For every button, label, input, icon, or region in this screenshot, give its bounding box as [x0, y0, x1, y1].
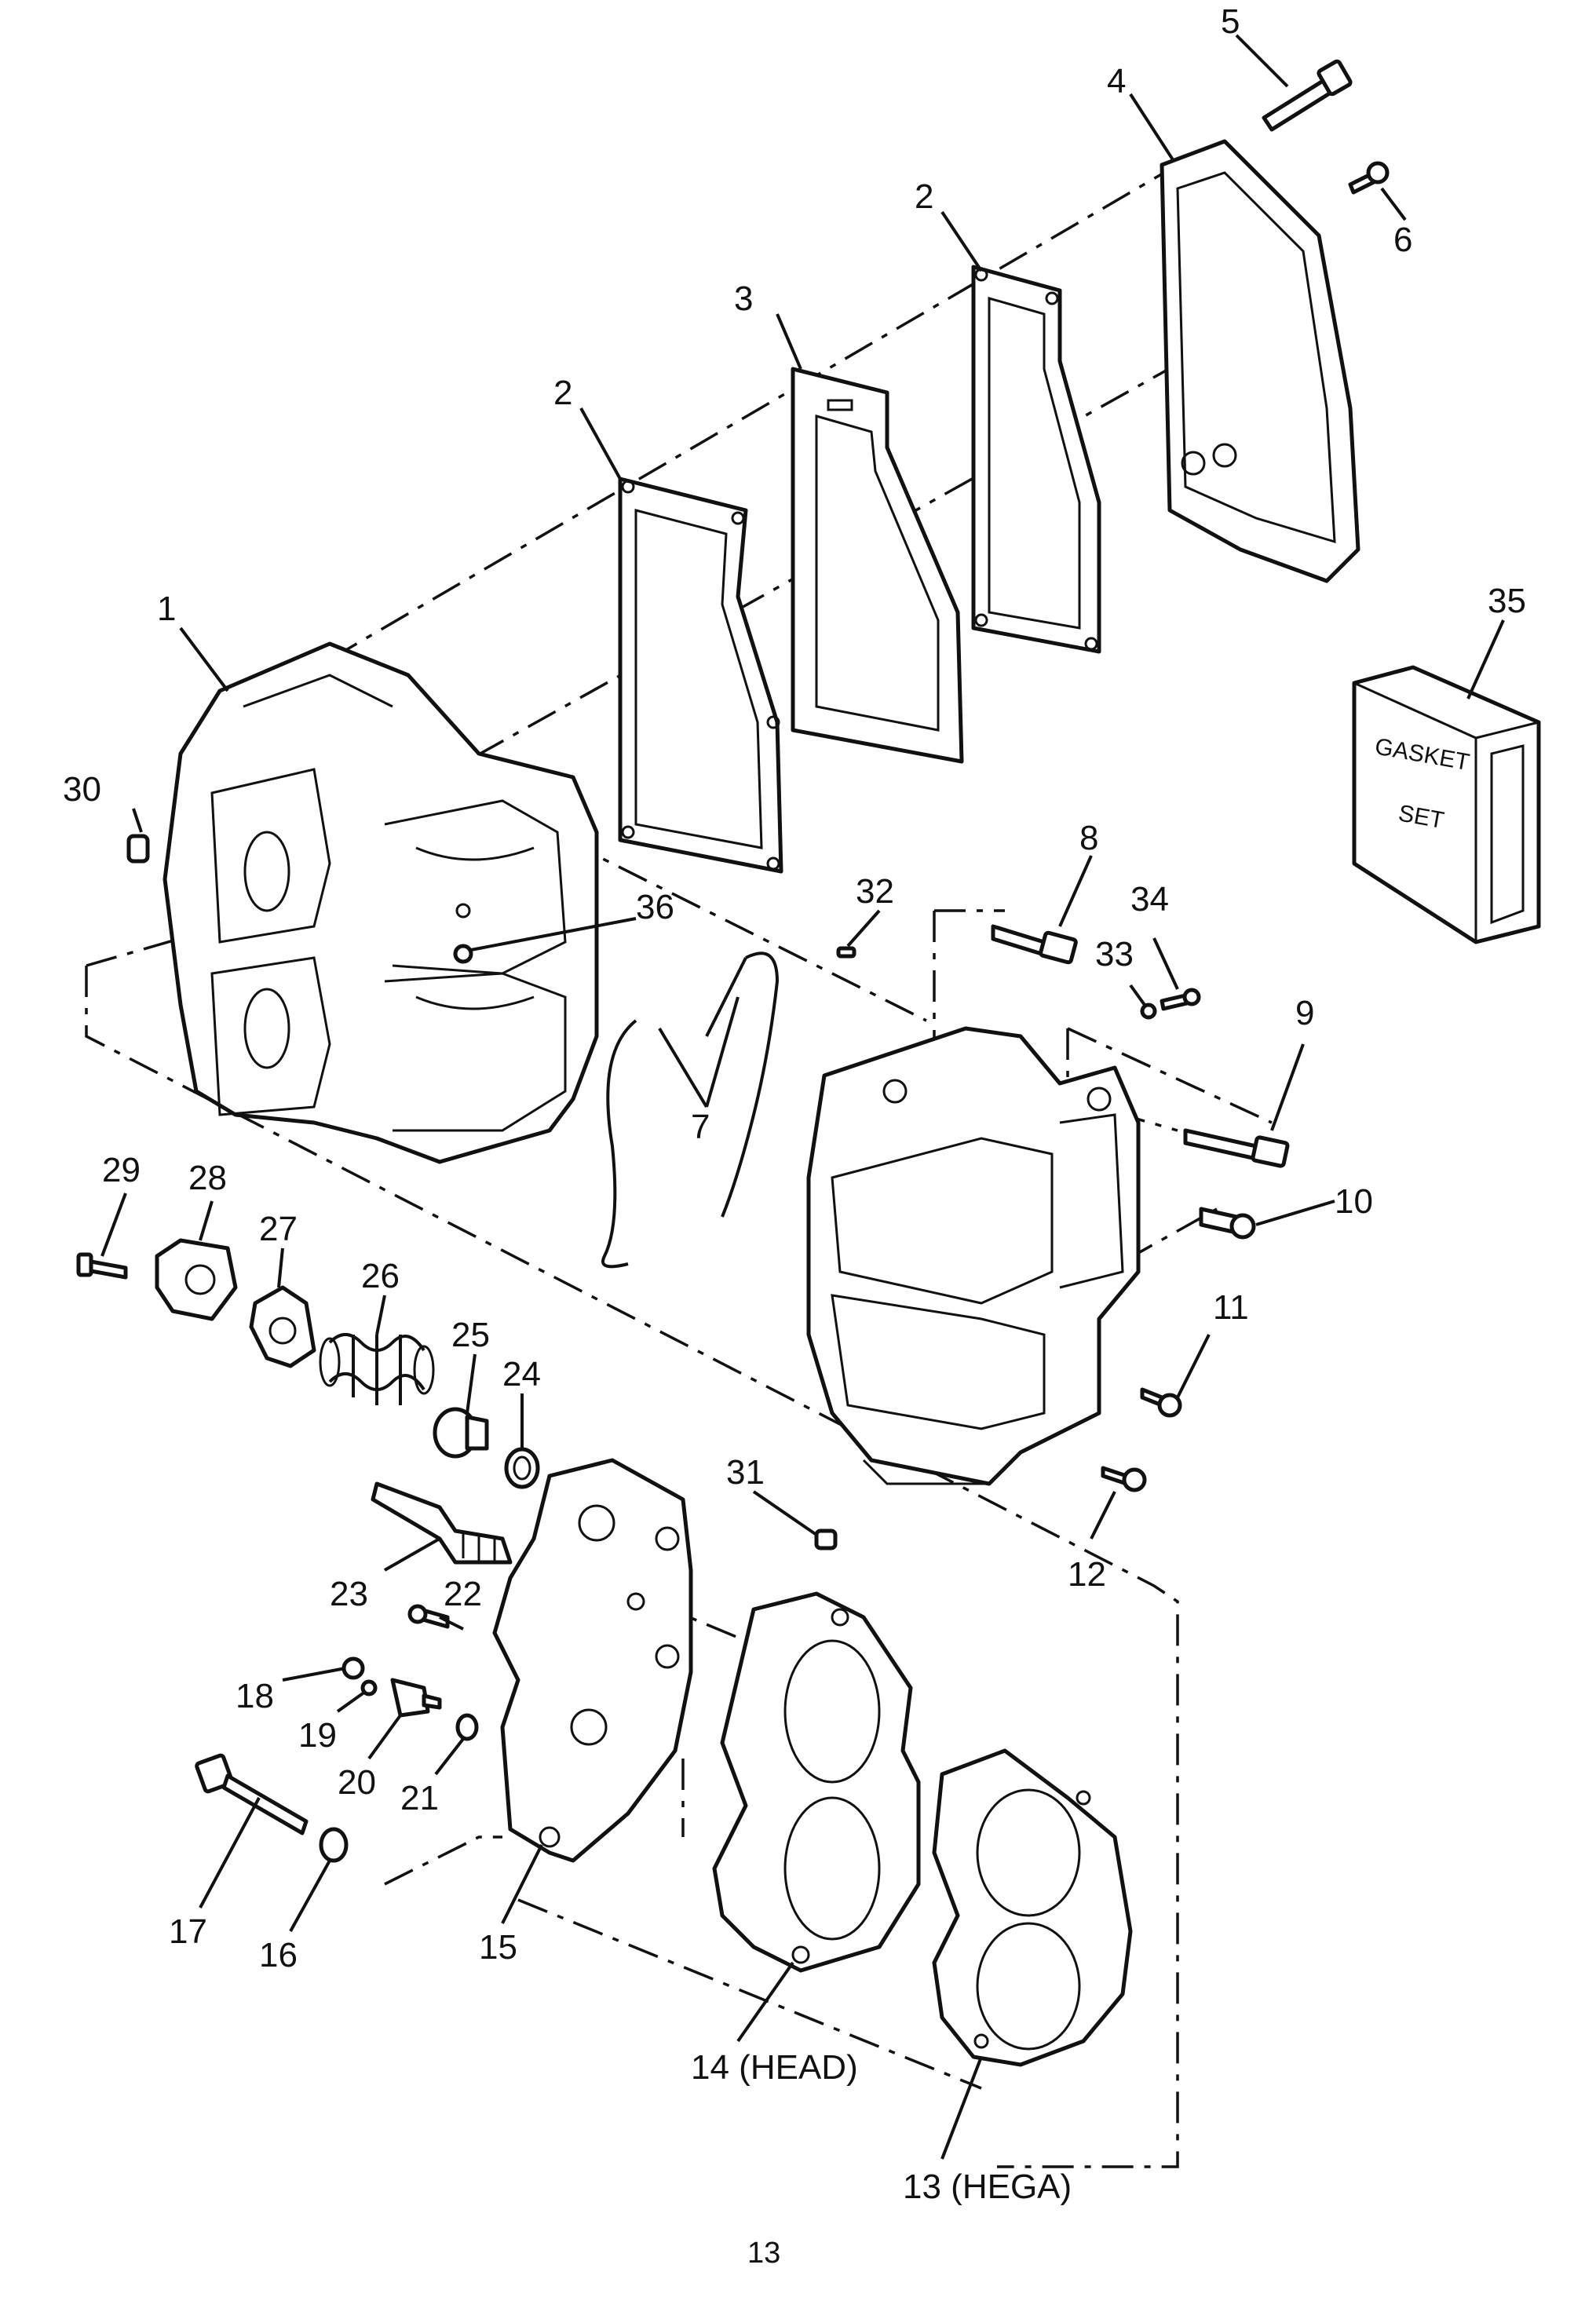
washer-19: [360, 1679, 378, 1697]
washer-33: [1140, 1003, 1157, 1020]
nut-18: [341, 1656, 365, 1680]
callout-34: 34: [1130, 880, 1169, 919]
callout-16: 16: [259, 1936, 298, 1974]
callout-3: 3: [734, 279, 753, 318]
callout-13-hega: 13 (HEGA): [903, 2168, 1072, 2206]
callout-22: 22: [444, 1575, 482, 1613]
callout-28: 28: [188, 1159, 227, 1197]
callout-36: 36: [636, 888, 674, 926]
washer-16: [319, 1827, 349, 1863]
spring-26: [319, 1333, 435, 1405]
cylinder-head-14: [712, 1591, 921, 1973]
exhaust-cover: [1160, 139, 1360, 583]
cylinder-head-cover-15: [492, 1458, 693, 1863]
callout-31: 31: [726, 1453, 765, 1492]
spark-plug-23: [371, 1481, 513, 1565]
head-gasket-13: [932, 1748, 1133, 2067]
callout-19: 19: [298, 1716, 337, 1755]
callout-11: 11: [1213, 1288, 1249, 1327]
callout-12: 12: [1068, 1555, 1106, 1594]
thermostat-cover-28: [155, 1238, 238, 1321]
thermostat-gasket-27: [249, 1285, 316, 1368]
callout-2-left: 2: [553, 374, 572, 412]
dowel-pin: [126, 834, 150, 864]
screw-11: [1140, 1387, 1182, 1418]
callout-4: 4: [1107, 62, 1126, 100]
cover-screw-small: [1348, 161, 1390, 195]
callout-23: 23: [330, 1575, 368, 1613]
callout-32: 32: [856, 872, 894, 911]
callout-9: 9: [1295, 994, 1314, 1032]
callout-7: 7: [691, 1108, 710, 1146]
crankcase-right: [806, 1026, 1141, 1486]
callout-33: 33: [1095, 935, 1134, 973]
gasket-set-box: GASKET SET: [1352, 665, 1541, 944]
key-pin: [836, 946, 856, 959]
exhaust-gasket-left: [618, 477, 783, 874]
callout-18: 18: [236, 1677, 274, 1715]
exhaust-gasket-right: [971, 265, 1101, 654]
callout-10: 10: [1335, 1182, 1373, 1221]
washer-24: [504, 1447, 540, 1489]
sensor-20: [390, 1678, 442, 1718]
callout-29: 29: [102, 1151, 141, 1189]
washer-21: [455, 1713, 479, 1741]
bolt-9: [1183, 1128, 1290, 1168]
callout-26: 26: [361, 1257, 400, 1295]
callout-8: 8: [1079, 819, 1098, 857]
callout-25: 25: [451, 1316, 490, 1354]
bolt-17: [195, 1753, 309, 1835]
screw-34: [1160, 988, 1201, 1011]
callout-27: 27: [259, 1210, 298, 1248]
callout-20: 20: [338, 1763, 376, 1802]
callout-17: 17: [169, 1912, 207, 1951]
wire-clips: [601, 951, 780, 1269]
callout-5: 5: [1221, 2, 1240, 41]
thermostat-25: [433, 1407, 489, 1459]
callout-21: 21: [400, 1779, 439, 1817]
callout-6: 6: [1393, 221, 1412, 259]
fitting-10: [1199, 1207, 1256, 1240]
leader-lines: [100, 34, 1505, 2160]
plug-31: [814, 1529, 838, 1550]
callout-30: 30: [63, 770, 101, 809]
block-plug: [453, 944, 473, 964]
screw-12: [1101, 1466, 1147, 1492]
callout-1: 1: [157, 590, 176, 628]
callout-24: 24: [502, 1355, 541, 1393]
screw-29: [76, 1252, 128, 1280]
cover-bolt: [1262, 59, 1353, 132]
callout-2-right: 2: [915, 177, 933, 216]
callout-14-head: 14 (HEAD): [691, 2048, 858, 2087]
callout-35: 35: [1488, 582, 1526, 620]
page-number: 13: [747, 2237, 780, 2270]
cylinder-block: [163, 641, 599, 1164]
callout-labels: 5 4 6 2 3 2 1 35 30 8 32 34 36 33 9 7 29…: [63, 2, 1526, 2206]
exhaust-inner-plate: [791, 367, 964, 764]
screw-22: [407, 1604, 450, 1629]
callout-15: 15: [479, 1928, 517, 1967]
bolt-8: [991, 924, 1078, 965]
